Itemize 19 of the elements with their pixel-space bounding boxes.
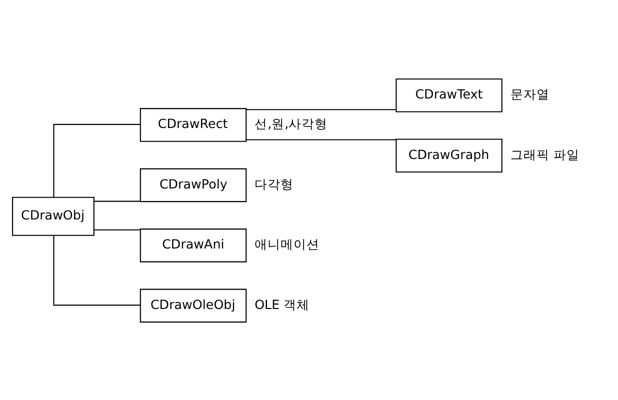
- connector: [94, 200, 140, 202]
- node-box: CDrawObj: [12, 196, 94, 236]
- node-box: CDrawGraph: [396, 138, 502, 173]
- node-label: 그래픽 파일: [510, 146, 580, 162]
- node-box: CDrawOleObj: [140, 288, 247, 323]
- node-label: 다각형: [254, 176, 294, 192]
- node-box: CDrawRect: [140, 108, 247, 142]
- connector: [94, 229, 140, 230]
- connector: [246, 109, 396, 110]
- connector: [246, 139, 396, 140]
- node-label: OLE 객체: [254, 296, 310, 312]
- connector: [53, 124, 140, 198]
- node-label: 애니메이션: [254, 236, 320, 252]
- node-label: 문자열: [510, 86, 550, 102]
- node-box: CDrawAni: [140, 228, 247, 262]
- node-box: CDrawText: [396, 78, 502, 112]
- node-label: 선,원,사각형: [254, 116, 328, 132]
- connector: [53, 236, 140, 306]
- node-box: CDrawPoly: [140, 168, 247, 202]
